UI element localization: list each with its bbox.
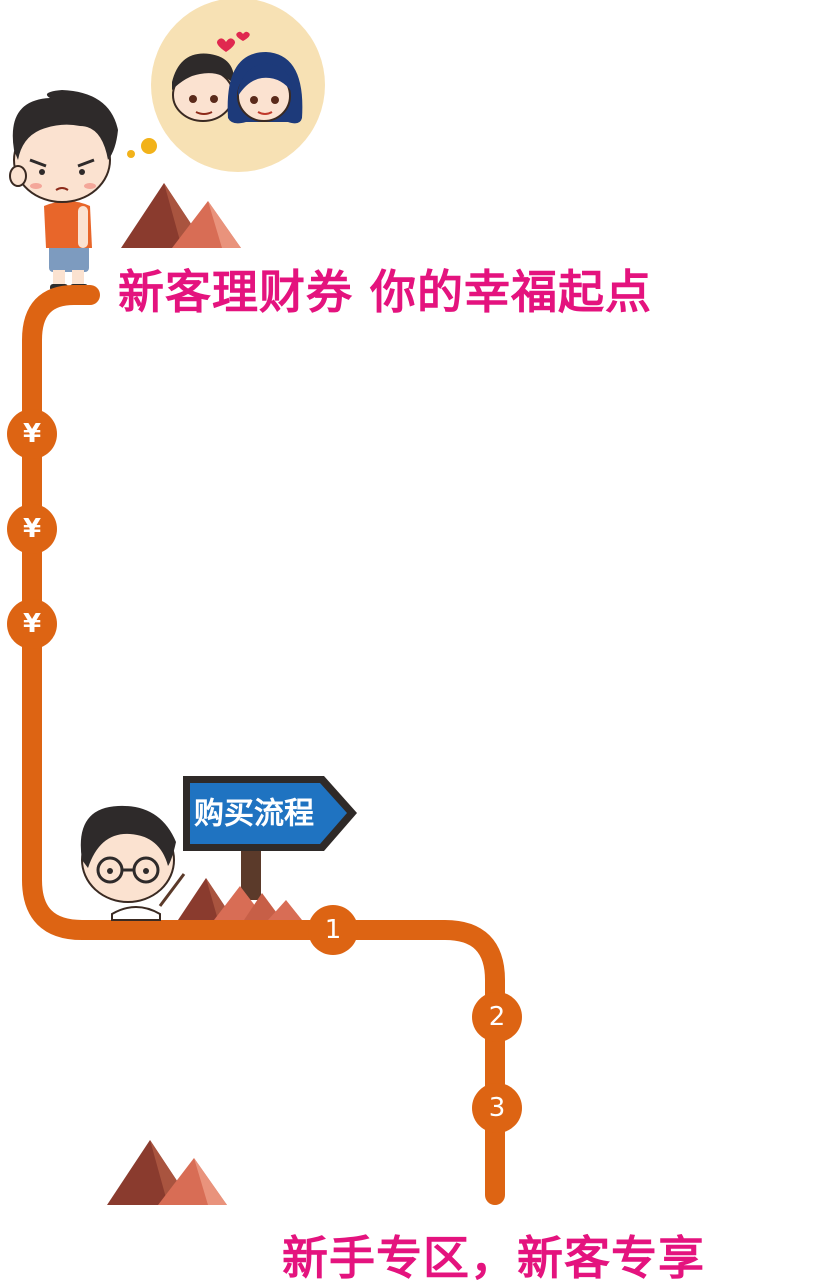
step-marker-1: 1	[308, 905, 358, 955]
mountains-top	[121, 183, 241, 248]
heart-icon	[217, 38, 235, 52]
yen-marker: ¥	[7, 409, 57, 459]
yen-icon: ¥	[23, 609, 41, 639]
couple-thought-bubble	[127, 0, 325, 172]
step-number: 1	[325, 915, 342, 945]
step-marker-3: 3	[472, 1083, 522, 1133]
step-number: 3	[489, 1093, 506, 1123]
headline-top: 新客理财券 你的幸福起点	[118, 265, 653, 319]
heart-icon	[236, 31, 250, 41]
headline-bottom: 新手专区，新客专享	[282, 1231, 705, 1285]
yen-icon: ¥	[23, 514, 41, 544]
signpost: 购买流程	[183, 776, 357, 900]
mountains-bottom	[107, 1140, 227, 1205]
boy-mascot	[9, 90, 118, 291]
signpost-label: 购买流程	[194, 797, 314, 832]
yen-icon: ¥	[23, 419, 41, 449]
step-marker-2: 2	[472, 992, 522, 1042]
route-path	[22, 285, 505, 1205]
couple-girl	[227, 52, 303, 124]
step-number: 2	[489, 1002, 506, 1032]
teacher-mascot	[80, 805, 186, 921]
yen-marker: ¥	[7, 504, 57, 554]
mountains-middle	[178, 878, 302, 920]
couple-boy	[172, 53, 235, 122]
yen-marker: ¥	[7, 599, 57, 649]
